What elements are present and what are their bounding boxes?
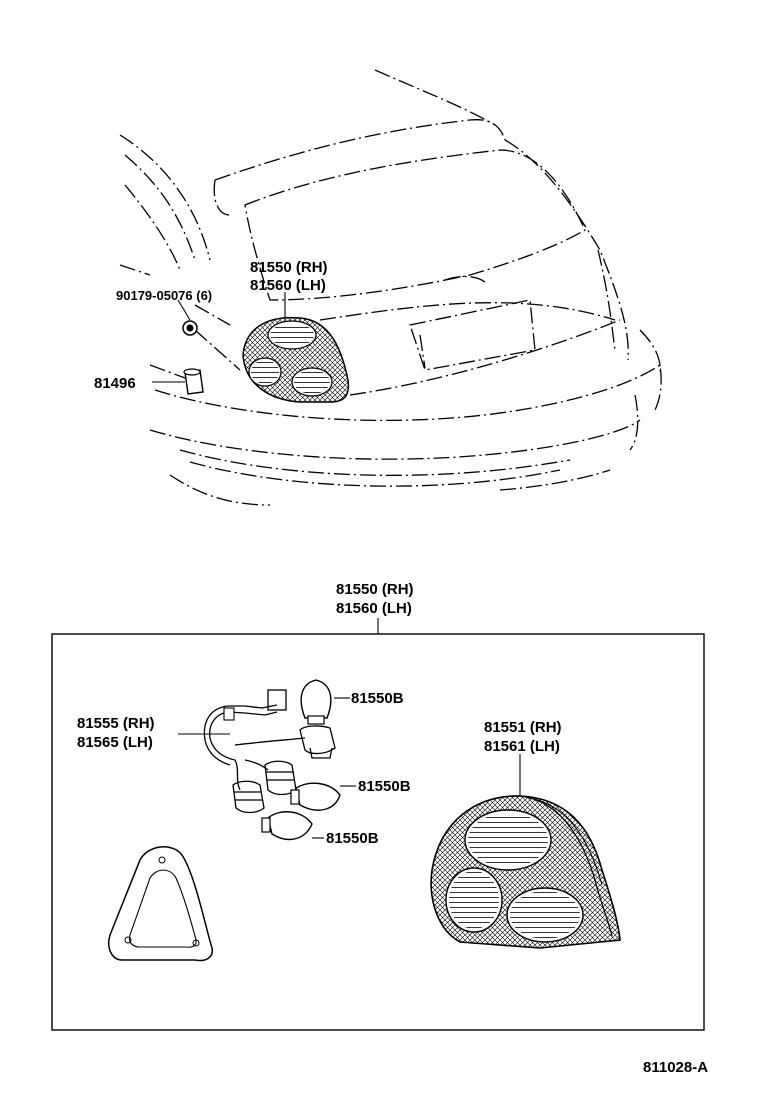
assembly-frame [51,633,705,1031]
diagram-code: 811028-A [643,1059,708,1076]
grommet-label: 81496 [94,375,136,392]
lens-label-rh: 81551 (RH) [484,719,562,736]
leader-screw [177,299,191,321]
tail-lamp-lens [430,795,621,949]
bulb-icon-1 [300,679,332,725]
assembly-label-rh: 81550 (RH) [336,581,414,598]
screw-label: 90179-05076 (6) [116,288,212,303]
bulb-label-3: 81550B [326,830,379,847]
bulb-label-1: 81550B [351,690,404,707]
socket-label-lh: 81565 (LH) [77,734,153,751]
car-lamp-label-lh: 81560 (LH) [250,277,326,294]
lens-label-lh: 81561 (LH) [484,738,560,755]
assembly-label-lh: 81560 (LH) [336,600,412,617]
bulb-icon-2 [290,782,341,811]
gasket [108,846,214,962]
screw-icon [182,320,198,336]
car-lamp-label-rh: 81550 (RH) [250,259,328,276]
grommet-icon [183,368,204,395]
socket-label-rh: 81555 (RH) [77,715,155,732]
bulb-icon-3 [261,811,313,841]
tail-lamp-on-car [242,316,350,403]
car-rear-view [119,69,662,506]
bulb-label-2: 81550B [358,778,411,795]
socket-harness [203,689,336,814]
